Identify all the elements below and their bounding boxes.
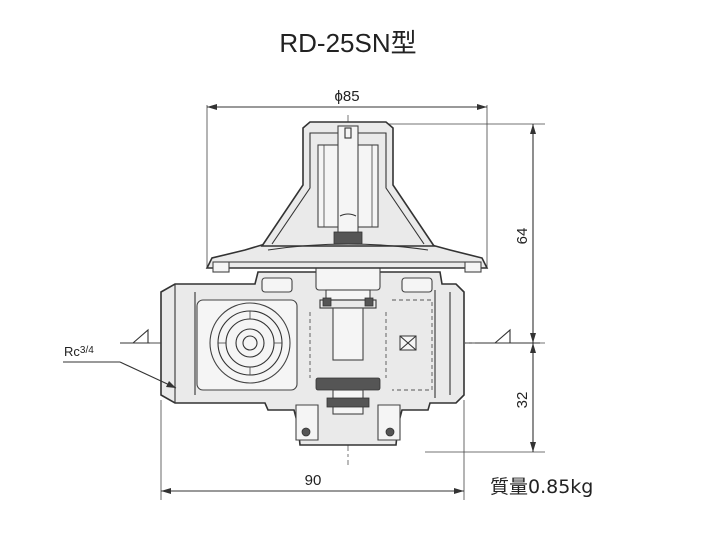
valve-body xyxy=(160,271,465,446)
weight-label: 質量0.85kg xyxy=(490,476,593,498)
diameter-label: ϕ85 xyxy=(334,88,359,105)
port-size-fraction: 3/4 xyxy=(80,345,94,356)
height-dimensions: 64 32 xyxy=(380,123,545,453)
height-upper-label: 64 xyxy=(514,228,531,245)
valve-stem xyxy=(309,261,387,415)
port-size-callout: Rc3/4 xyxy=(63,344,177,389)
width-dimension: 90 xyxy=(160,400,465,500)
bonnet-cap xyxy=(205,121,489,273)
diameter-dimension: ϕ85 xyxy=(206,88,488,268)
height-lower-label: 32 xyxy=(514,392,531,409)
width-label: 90 xyxy=(305,472,322,489)
drawing-title: RD-25SN型 xyxy=(279,28,416,58)
port-size-base: Rc xyxy=(64,344,80,359)
port-size-label: Rc3/4 xyxy=(64,344,94,359)
inlet-port xyxy=(209,302,291,384)
